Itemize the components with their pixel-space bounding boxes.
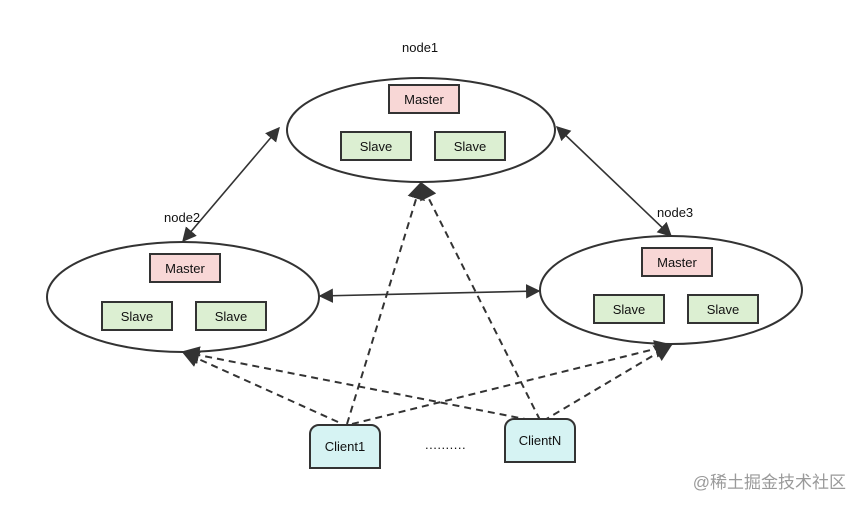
- node1-master: Master: [388, 84, 460, 114]
- clientn-to-node1: [420, 181, 541, 421]
- node2-label: node2: [164, 210, 201, 225]
- client1-to-node3: [351, 340, 673, 425]
- node2-slave-a: Slave: [101, 301, 173, 331]
- client1-to-node1: [346, 181, 425, 425]
- clientn-to-node3: [542, 344, 673, 422]
- watermark: @稀土掘金技术社区: [692, 473, 846, 492]
- link-node1-node2: [182, 126, 280, 243]
- node1-slave-b: Slave: [434, 131, 506, 161]
- node1-slave-a: Slave: [340, 131, 412, 161]
- node3-master: Master: [641, 247, 713, 277]
- client1: Client1: [309, 424, 381, 469]
- node2-slave-b: Slave: [195, 301, 267, 331]
- link-node2-node3: [318, 284, 541, 303]
- clientn-to-node2: [181, 346, 531, 421]
- clientn: ClientN: [504, 418, 576, 463]
- clients-ellipsis: ..........: [425, 437, 467, 452]
- node3-label: node3: [657, 205, 694, 220]
- node3-slave-b: Slave: [687, 294, 759, 324]
- node1-label: node1: [402, 40, 439, 55]
- client1-to-node2: [181, 350, 339, 423]
- link-node1-node3: [555, 126, 673, 237]
- node3-slave-a: Slave: [593, 294, 665, 324]
- node2-master: Master: [149, 253, 221, 283]
